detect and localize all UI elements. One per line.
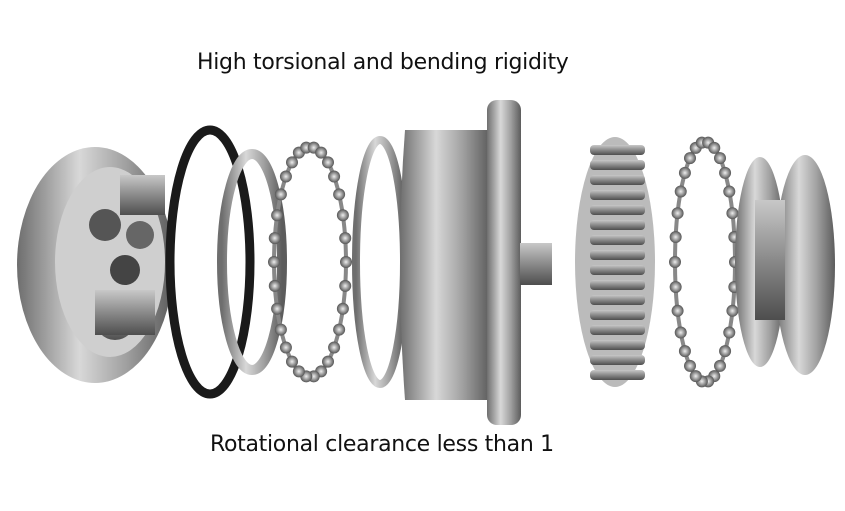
bearing-ball (279, 170, 292, 183)
needle-roller (590, 325, 645, 335)
bearing-ball (292, 365, 305, 378)
needle-roller (590, 235, 645, 245)
bearing-ball (333, 323, 346, 336)
bearing-ball (669, 256, 681, 268)
needle-roller (590, 295, 645, 305)
bearing-ball (322, 156, 334, 169)
bearing-ball (286, 355, 298, 368)
bearing-ball (328, 170, 341, 183)
bearing-ball (723, 326, 736, 339)
output-housing (400, 100, 552, 425)
bearing-ball (726, 207, 739, 220)
bearing-ball (726, 304, 739, 317)
bearing-ball (328, 341, 341, 354)
bearing-ball (286, 156, 298, 169)
bearing-ball (268, 256, 280, 268)
bearing-ball (274, 188, 287, 201)
bearing-ball (339, 232, 352, 245)
bearing-ball (315, 146, 328, 159)
bearing-ball (684, 359, 696, 372)
needle-roller (590, 250, 645, 260)
bearing-ball (671, 207, 684, 220)
bearing-ball (279, 341, 292, 354)
bearing-ball (723, 185, 736, 198)
bearing-ball (674, 326, 687, 339)
bearing-ball (669, 231, 682, 244)
oil-seal-ring (165, 125, 255, 399)
bearing-ball (689, 370, 702, 383)
needle-roller (590, 355, 645, 365)
needle-roller (590, 310, 645, 320)
bearing-ball (339, 279, 352, 292)
bearing-ball (684, 152, 696, 165)
bearing-ball (336, 302, 349, 315)
needle-roller (590, 175, 645, 185)
bearing-ball (271, 209, 284, 222)
input-carrier-flange (17, 147, 173, 383)
ball-bearing-left (268, 141, 352, 383)
caption-rigidity: High torsional and bending rigidity (197, 50, 569, 75)
bearing-ball (674, 185, 687, 198)
roller-cycloid-assembly (575, 137, 655, 387)
bearing-ball (714, 359, 726, 372)
needle-roller (590, 160, 645, 170)
spacer-ring (352, 136, 408, 388)
bearing-ball (322, 355, 334, 368)
bearing-ball (714, 152, 726, 165)
bearing-ball (719, 166, 732, 179)
bearing-ball (669, 280, 682, 293)
ball-bearing-right (669, 136, 741, 388)
bearing-ball (708, 141, 721, 154)
needle-roller (590, 145, 645, 155)
retaining-ring (217, 149, 287, 375)
bearing-ball (678, 166, 691, 179)
bearing-ball (678, 345, 691, 358)
bearing-ball (336, 209, 349, 222)
needle-roller (590, 370, 645, 380)
bearing-ball (671, 304, 684, 317)
needle-roller (590, 280, 645, 290)
bearing-ball (268, 232, 281, 245)
bearing-ball (333, 188, 346, 201)
input-shaft-end-flange (735, 155, 835, 375)
bearing-ball (719, 345, 732, 358)
needle-roller (590, 205, 645, 215)
caption-clearance: Rotational clearance less than 1 (210, 432, 554, 457)
needle-roller (590, 220, 645, 230)
needle-roller (590, 190, 645, 200)
bearing-ball (340, 256, 352, 268)
needle-roller (590, 265, 645, 275)
bearing-ball (268, 279, 281, 292)
bearing-ball (271, 302, 284, 315)
bearing-ball (274, 323, 287, 336)
needle-roller (590, 340, 645, 350)
